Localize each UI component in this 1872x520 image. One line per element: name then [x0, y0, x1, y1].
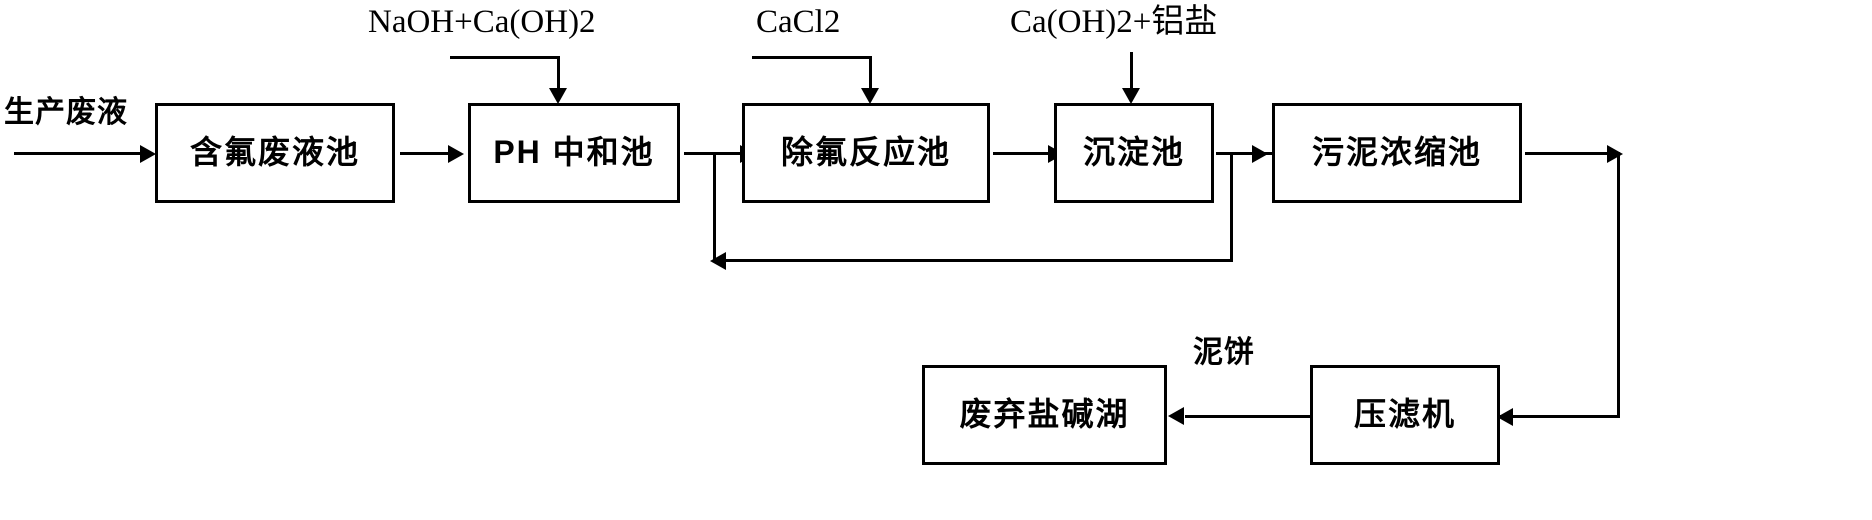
node-label: 压滤机 [1353, 396, 1456, 433]
reagent-label-cacl2: CaCl2 [756, 4, 841, 40]
reagent1-feed-horizontal [450, 56, 560, 59]
reagent3-feed-vertical [1130, 52, 1133, 100]
recycle-return-horizontal [713, 259, 1233, 262]
node-defluorination-reaction-pool[interactable]: 除氟反应池 [742, 103, 990, 203]
node-label: 含氟废液池 [189, 134, 360, 171]
arrowhead-n5-outlet [1607, 145, 1623, 163]
node-fluorine-waste-pool[interactable]: 含氟废液池 [155, 103, 395, 203]
arrowhead-reagent1-to-n2 [549, 88, 567, 104]
recycle-branch-vertical-left [713, 152, 716, 262]
edge-n5-to-pressfilter-vertical [1617, 152, 1620, 418]
edge-n4-to-n5 [1216, 152, 1272, 155]
arrowhead-n1-to-n2 [448, 145, 464, 163]
arrowhead-reagent2-to-n3 [861, 88, 879, 104]
node-label: 沉淀池 [1082, 134, 1185, 171]
arrowhead-n4-to-n5 [1252, 145, 1268, 163]
node-filter-press[interactable]: 压滤机 [1310, 365, 1500, 465]
edge-n5-to-pressfilter-horizontal-bottom [1500, 415, 1620, 418]
arrowhead-pressfilter-to-lake [1168, 407, 1184, 425]
node-label: 污泥浓缩池 [1311, 134, 1482, 171]
node-label: 废弃盐碱湖 [959, 396, 1130, 433]
arrowhead-recycle-return [710, 252, 726, 270]
reagent-label-caoh2-aluminium-salt: Ca(OH)2+铝盐 [1010, 4, 1218, 40]
reagent2-feed-horizontal [752, 56, 872, 59]
reagent-label-naoh-caoh2: NaOH+Ca(OH)2 [368, 4, 596, 40]
arrowhead-into-pressfilter [1497, 408, 1513, 426]
node-label: 除氟反应池 [780, 134, 951, 171]
node-abandoned-saline-alkali-lake[interactable]: 废弃盐碱湖 [922, 365, 1167, 465]
edge-input-to-n1 [14, 152, 144, 155]
reagent2-feed-vertical [869, 56, 872, 100]
node-label: PH 中和池 [493, 134, 655, 171]
edge-n1-to-n2 [400, 152, 450, 155]
edge-pressfilter-to-lake [1185, 415, 1310, 418]
reagent1-feed-vertical [557, 56, 560, 100]
edge-label-mud-cake: 泥饼 [1193, 336, 1255, 369]
edge-n3-to-n4 [993, 152, 1051, 155]
recycle-branch-vertical-right [1230, 152, 1233, 262]
edge-n5-to-pressfilter-horizontal-top [1525, 152, 1620, 155]
node-sludge-thickening-tank[interactable]: 污泥浓缩池 [1272, 103, 1522, 203]
input-label-production-waste: 生产废液 [4, 96, 128, 129]
arrowhead-reagent3-to-n4 [1122, 88, 1140, 104]
node-sedimentation-tank[interactable]: 沉淀池 [1054, 103, 1214, 203]
arrowhead-input-to-n1 [140, 145, 156, 163]
node-ph-neutralization-pool[interactable]: PH 中和池 [468, 103, 680, 203]
